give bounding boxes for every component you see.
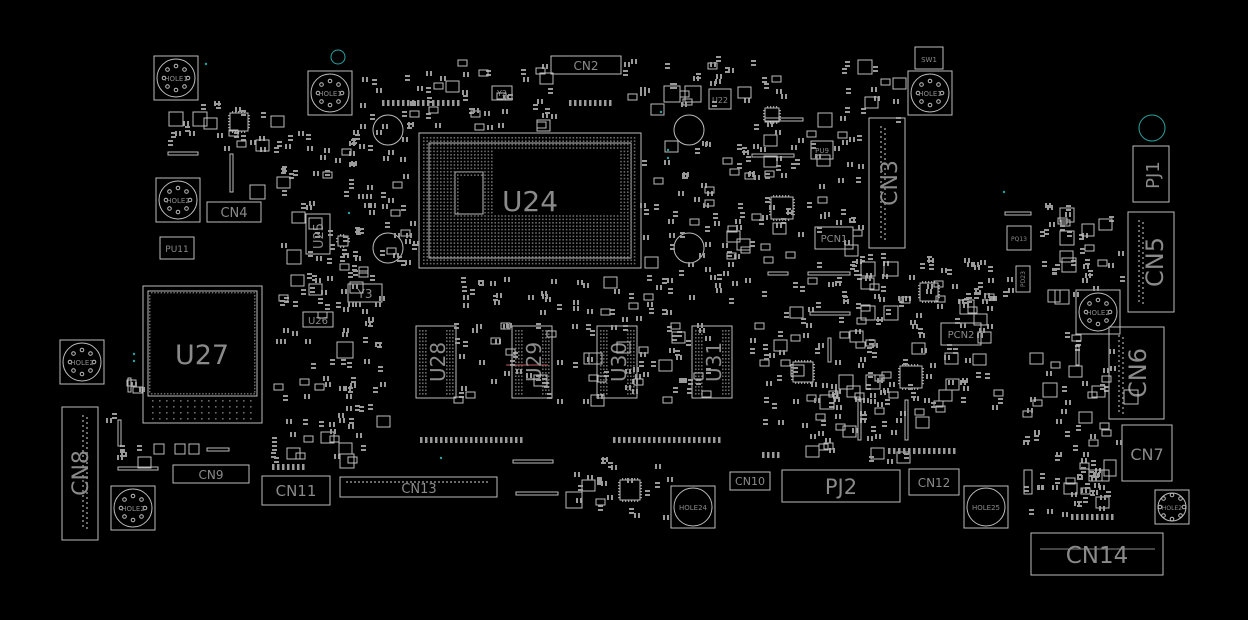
- connector-cn2[interactable]: CN2: [550, 55, 622, 75]
- connector-cn11[interactable]: CN11: [261, 475, 331, 506]
- component-u28[interactable]: U28: [415, 325, 457, 399]
- component-u22[interactable]: U22: [708, 88, 732, 110]
- cn2-label: CN2: [574, 59, 599, 73]
- connector-cn14[interactable]: CN14: [1030, 532, 1164, 576]
- svg-text:HOLE1: HOLE1: [164, 75, 188, 83]
- pu11-label: PU11: [165, 245, 188, 255]
- svg-text:HOLE2: HOLE2: [70, 359, 94, 367]
- connector-cn7[interactable]: CN7: [1121, 424, 1173, 482]
- svg-text:HOLE2: HOLE2: [1162, 505, 1182, 512]
- misc-outlines: [117, 59, 1139, 509]
- component-pu11[interactable]: PU11: [159, 236, 195, 260]
- connector-cn5[interactable]: CN5: [1127, 211, 1175, 313]
- connector-cn6[interactable]: CN6: [1108, 326, 1165, 420]
- hole25[interactable]: HOLE25: [963, 485, 1009, 529]
- passive-components: [106, 56, 1125, 520]
- component-u31[interactable]: U31: [691, 325, 733, 399]
- cn7-label: CN7: [1130, 445, 1163, 464]
- mount-hole-6[interactable]: HOLE2: [110, 485, 156, 531]
- pj1-label: PJ1: [1143, 161, 1164, 189]
- cn12-label: CN12: [918, 476, 951, 490]
- pcn1-label: PCN1: [821, 234, 848, 245]
- u28-label: U28: [426, 342, 450, 382]
- cn8-label: CN8: [69, 450, 94, 496]
- u26-label: U26: [308, 316, 328, 327]
- u22-label: U22: [712, 96, 728, 105]
- y3-label: Y3: [357, 287, 373, 301]
- connector-cn4[interactable]: CN4: [206, 201, 262, 223]
- cn3-label: CN3: [878, 160, 903, 206]
- u30-label: U30: [607, 342, 631, 382]
- mount-hole-2[interactable]: HOLE1: [307, 70, 353, 116]
- pd23-label: PD23: [1020, 271, 1027, 287]
- component-u24[interactable]: U24: [418, 132, 642, 269]
- component-pd23[interactable]: PD23: [1015, 265, 1031, 293]
- u24-label: U24: [502, 185, 558, 218]
- mount-hole-4[interactable]: HOLE2: [155, 177, 201, 223]
- component-sw1[interactable]: SW1: [914, 46, 944, 70]
- component-pq13[interactable]: PQ13: [1006, 225, 1032, 251]
- svg-text:HOLE2: HOLE2: [1086, 309, 1110, 317]
- hole24[interactable]: HOLE24: [670, 485, 716, 529]
- mount-hole-1[interactable]: HOLE1: [153, 55, 199, 101]
- pj2-label: PJ2: [825, 475, 857, 499]
- u31-label: U31: [702, 342, 726, 382]
- component-u27[interactable]: U27: [142, 285, 263, 424]
- component-u30[interactable]: U30: [596, 325, 638, 399]
- svg-text:HOLE2: HOLE2: [121, 505, 145, 513]
- u27-label: U27: [175, 340, 229, 371]
- pcn2-label: PCN2: [948, 330, 975, 341]
- connector-cn8[interactable]: CN8: [61, 406, 99, 541]
- hole25-label: HOLE25: [972, 504, 1000, 512]
- svg-text:HOLE1: HOLE1: [918, 90, 942, 98]
- connector-cn9[interactable]: CN9: [172, 464, 250, 484]
- connector-cn13[interactable]: CN13: [339, 476, 498, 498]
- cn13-label: CN13: [401, 482, 436, 497]
- connector-cn10[interactable]: CN10: [729, 471, 771, 491]
- cn11-label: CN11: [276, 482, 317, 500]
- svg-text:HOLE1: HOLE1: [318, 90, 342, 98]
- hole24-label: HOLE24: [679, 504, 708, 512]
- component-pcn1[interactable]: PCN1: [814, 226, 854, 250]
- svg-text:HOLE2: HOLE2: [166, 197, 190, 205]
- pu9-label: PU9: [815, 147, 829, 155]
- cn14-label: CN14: [1066, 543, 1129, 569]
- connector-cn12[interactable]: CN12: [908, 468, 960, 496]
- component-pu9[interactable]: PU9: [810, 140, 834, 160]
- mount-hole-5[interactable]: HOLE2: [59, 339, 105, 385]
- mount-hole-8[interactable]: HOLE2: [1154, 489, 1190, 525]
- mount-hole-3[interactable]: HOLE1: [907, 70, 953, 116]
- cn10-label: CN10: [735, 475, 765, 488]
- connector-cn3[interactable]: CN3: [868, 117, 906, 249]
- cn9-label: CN9: [199, 468, 224, 482]
- component-pj2[interactable]: PJ2: [781, 469, 901, 503]
- pq13-label: PQ13: [1011, 236, 1027, 243]
- component-y3[interactable]: Y3: [347, 283, 383, 303]
- cn5-label: CN5: [1141, 237, 1169, 287]
- cn4-label: CN4: [220, 206, 247, 221]
- component-pj1[interactable]: PJ1: [1132, 145, 1170, 203]
- sw1-label: SW1: [921, 56, 937, 64]
